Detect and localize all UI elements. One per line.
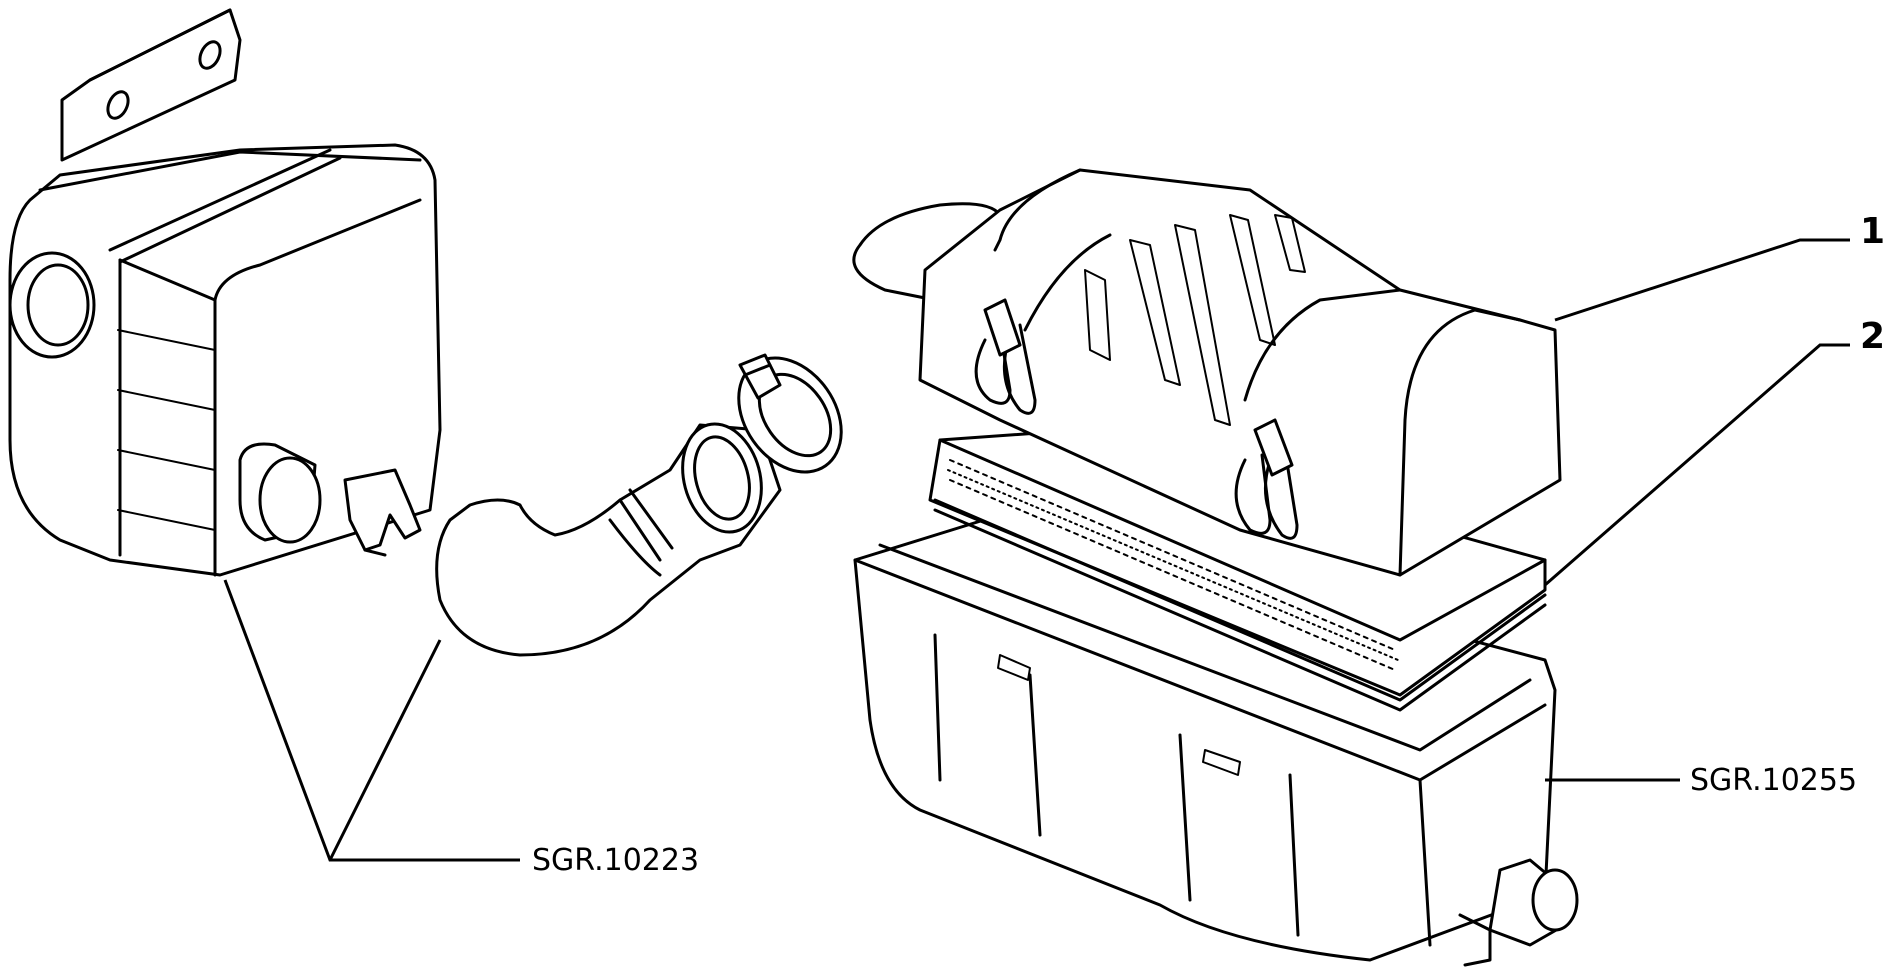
resonator-box: [8, 8, 442, 577]
reference-right: SGR.10255: [1690, 763, 1857, 798]
intake-hose: [435, 422, 782, 657]
filter-element: [928, 428, 1547, 712]
callout-1: 1: [1860, 211, 1885, 252]
leader-lines: [223, 238, 1850, 862]
callout-2: 2: [1860, 316, 1885, 357]
reference-left: SGR.10223: [532, 843, 699, 878]
air-cleaner-cover: [852, 168, 1562, 577]
hose-clamp: [737, 353, 843, 474]
